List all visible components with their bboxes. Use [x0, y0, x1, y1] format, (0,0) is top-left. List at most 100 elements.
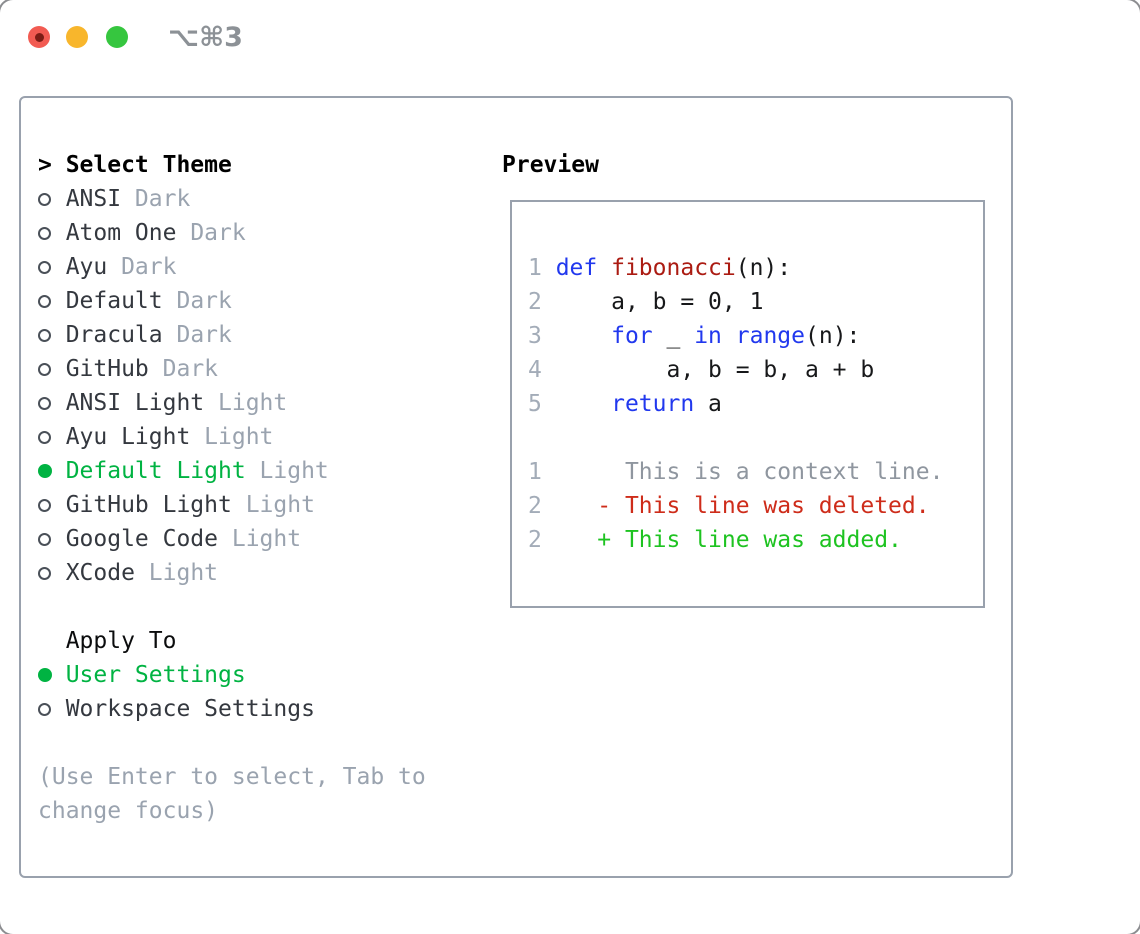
- radio-slot: [38, 430, 66, 444]
- radio-slot: [38, 668, 66, 682]
- theme-name: Ayu: [65, 254, 108, 280]
- code-line: 2 - This line was deleted.: [528, 489, 983, 523]
- code-segment: range: [735, 323, 805, 349]
- radio-unselected-icon: [38, 328, 51, 342]
- code-segment: 5: [528, 391, 556, 417]
- code-segment: 2: [528, 493, 556, 519]
- theme-option[interactable]: ANSI Light Light: [38, 386, 453, 420]
- theme-name: Default Light: [65, 458, 246, 484]
- theme-option[interactable]: GitHub Dark: [38, 352, 453, 386]
- theme-name: Dracula: [65, 322, 163, 348]
- radio-unselected-icon: [38, 532, 51, 546]
- theme-name: XCode: [65, 560, 135, 586]
- radio-unselected-icon: [38, 226, 51, 240]
- code-segment: a: [694, 391, 722, 417]
- close-button[interactable]: [28, 26, 50, 48]
- code-line: 2 + This line was added.: [528, 523, 983, 557]
- radio-selected-icon: [38, 464, 52, 478]
- code-segment: in: [694, 323, 722, 349]
- select-theme-header-row: > Select Theme: [38, 148, 453, 182]
- code-segment: [597, 255, 611, 281]
- radio-unselected-icon: [38, 362, 51, 376]
- radio-slot: [38, 328, 66, 342]
- theme-variant-label: Dark: [121, 254, 177, 280]
- theme-name: GitHub: [65, 356, 149, 382]
- preview-column: Preview 1 def fibonacci(n):2 a, b = 0, 1…: [502, 148, 985, 608]
- radio-slot: [38, 702, 66, 716]
- zoom-button[interactable]: [106, 26, 128, 48]
- radio-slot: [38, 260, 66, 274]
- radio-unselected-icon: [38, 294, 51, 308]
- radio-slot: [38, 498, 66, 512]
- radio-unselected-icon: [38, 430, 51, 444]
- code-segment: 1: [528, 255, 556, 281]
- theme-variant-label: Dark: [176, 288, 232, 314]
- apply-option-name: User Settings: [65, 662, 246, 688]
- code-segment: + This line was added.: [555, 527, 902, 553]
- theme-variant-label: Light: [148, 560, 219, 586]
- theme-variant-label: Dark: [162, 356, 219, 382]
- radio-slot: [38, 464, 66, 478]
- theme-name: ANSI: [65, 186, 122, 212]
- theme-option[interactable]: Dracula Dark: [38, 318, 453, 352]
- radio-unselected-icon: [38, 192, 51, 206]
- radio-slot: [38, 532, 66, 546]
- theme-variant-label: Light: [218, 390, 288, 416]
- preview-header-row: Preview: [502, 148, 985, 182]
- radio-selected-icon: [38, 668, 52, 682]
- spacer: [38, 590, 453, 624]
- code-line: [528, 421, 983, 455]
- code-segment: [722, 323, 736, 349]
- radio-slot: [38, 362, 66, 376]
- code-segment: a, b = b, a + b: [555, 357, 875, 383]
- theme-name: GitHub Light: [65, 492, 232, 518]
- theme-variant-label: Light: [259, 458, 329, 484]
- code-segment: for: [611, 323, 653, 349]
- apply-option-name: Workspace Settings: [65, 696, 315, 722]
- apply-to-option[interactable]: User Settings: [38, 658, 453, 692]
- code-segment: (n):: [735, 255, 792, 281]
- theme-name: Google Code: [65, 526, 219, 552]
- theme-variant-label: Dark: [190, 220, 246, 246]
- theme-option[interactable]: XCode Light: [38, 556, 453, 590]
- radio-slot: [38, 192, 66, 206]
- apply-to-option[interactable]: Workspace Settings: [38, 692, 453, 726]
- code-segment: 2: [528, 527, 556, 553]
- code-line: 1 This is a context line.: [528, 455, 983, 489]
- code-segment: [556, 391, 611, 417]
- theme-variant-label: Light: [245, 492, 315, 518]
- radio-slot: [38, 396, 66, 410]
- theme-option[interactable]: GitHub Light Light: [38, 488, 453, 522]
- apply-to-header-row: Apply To: [38, 624, 453, 658]
- code-segment: This is a context line.: [555, 459, 944, 485]
- code-line: 1 def fibonacci(n):: [528, 251, 983, 285]
- theme-variant-label: Light: [204, 424, 274, 450]
- theme-option[interactable]: Ayu Dark: [38, 250, 453, 284]
- theme-option[interactable]: Google Code Light: [38, 522, 453, 556]
- code-segment: fibonacci: [611, 255, 736, 281]
- window-title: ⌥⌘3: [168, 22, 243, 53]
- code-line: 2 a, b = 0, 1: [528, 285, 983, 319]
- minimize-button[interactable]: [66, 26, 88, 48]
- radio-slot: [38, 294, 66, 308]
- hint-text: (Use Enter to select, Tab to change focu…: [38, 764, 440, 824]
- code-segment: - This line was deleted.: [555, 493, 930, 519]
- code-segment: _: [652, 323, 695, 349]
- theme-variant-label: Dark: [176, 322, 232, 348]
- radio-unselected-icon: [38, 260, 51, 274]
- theme-option[interactable]: Default Light Light: [38, 454, 453, 488]
- theme-variant-label: Light: [231, 526, 302, 552]
- radio-unselected-icon: [38, 702, 51, 716]
- code-segment: a, b = 0, 1: [555, 289, 764, 315]
- selection-caret-icon: >: [38, 152, 52, 178]
- theme-name: ANSI Light: [65, 390, 205, 416]
